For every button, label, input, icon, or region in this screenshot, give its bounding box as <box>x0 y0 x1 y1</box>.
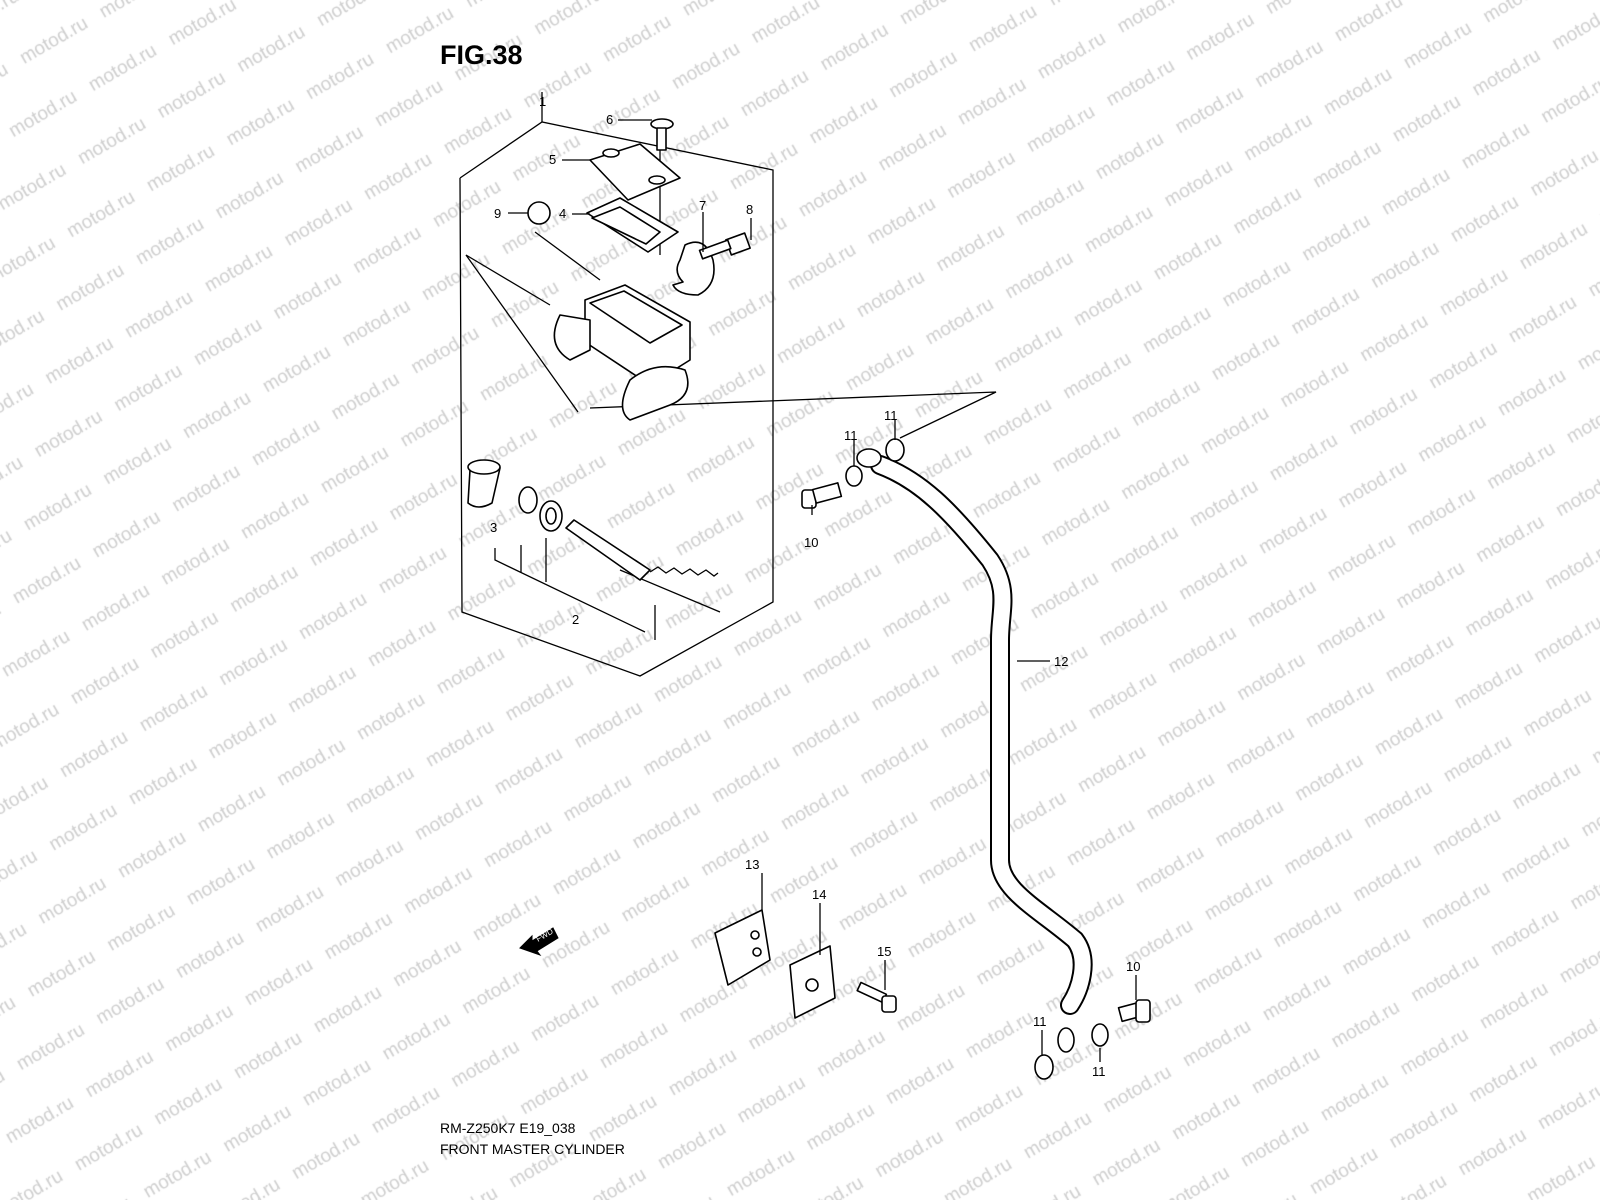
callout-9: 9 <box>494 206 501 221</box>
part-washer-11-upper[interactable] <box>845 438 905 487</box>
callout-11: 11 <box>844 428 858 443</box>
callout-7: 7 <box>699 198 706 213</box>
callout-12: 12 <box>1054 654 1068 669</box>
part-diaphragm-plate-4[interactable] <box>586 197 679 253</box>
part-washer-11-lower[interactable] <box>1034 1023 1109 1080</box>
callout-13: 13 <box>745 857 759 872</box>
callout-3: 3 <box>490 520 497 535</box>
callout-8: 8 <box>746 202 753 217</box>
callout-11: 11 <box>884 408 898 423</box>
part-master-cylinder-body-1[interactable] <box>553 284 691 421</box>
callout-10: 10 <box>804 535 818 550</box>
part-clamp-14[interactable] <box>789 945 836 1019</box>
assembly-outline <box>459 92 997 677</box>
part-bolt-8[interactable] <box>698 232 751 260</box>
leader-lines <box>508 119 1137 1062</box>
callout-4: 4 <box>559 206 566 221</box>
part-circlip[interactable] <box>518 486 538 514</box>
callout-labels: 1 6 5 4 9 7 8 3 2 11 11 10 12 13 14 15 1… <box>490 94 1140 1079</box>
callout-5: 5 <box>549 152 556 167</box>
callout-10: 10 <box>1126 959 1140 974</box>
part-brake-hose-12[interactable] <box>856 448 1093 1053</box>
figure-caption: FRONT MASTER CYLINDER <box>440 1141 625 1157</box>
figure-title: FIG.38 <box>440 40 523 70</box>
callout-6: 6 <box>606 112 613 127</box>
callout-14: 14 <box>812 887 826 902</box>
fwd-arrow-icon: FWD <box>519 927 559 957</box>
model-code: RM-Z250K7 E19_038 <box>440 1120 576 1136</box>
part-boot-3[interactable] <box>467 459 501 508</box>
part-piston-2[interactable] <box>565 519 719 581</box>
part-bolt-10-upper[interactable] <box>801 482 843 509</box>
part-cap-5[interactable] <box>589 143 681 201</box>
part-washer[interactable] <box>539 500 563 532</box>
callout-1: 1 <box>539 94 546 109</box>
part-bolt-10-lower[interactable] <box>1117 999 1151 1023</box>
callout-15: 15 <box>877 944 891 959</box>
callout-11: 11 <box>1033 1014 1047 1029</box>
callout-2: 2 <box>572 612 579 627</box>
part-cap-9[interactable] <box>527 201 551 225</box>
part-clamp-13[interactable] <box>714 909 771 986</box>
part-bolt-15[interactable] <box>856 981 897 1013</box>
callout-11: 11 <box>1092 1064 1106 1079</box>
